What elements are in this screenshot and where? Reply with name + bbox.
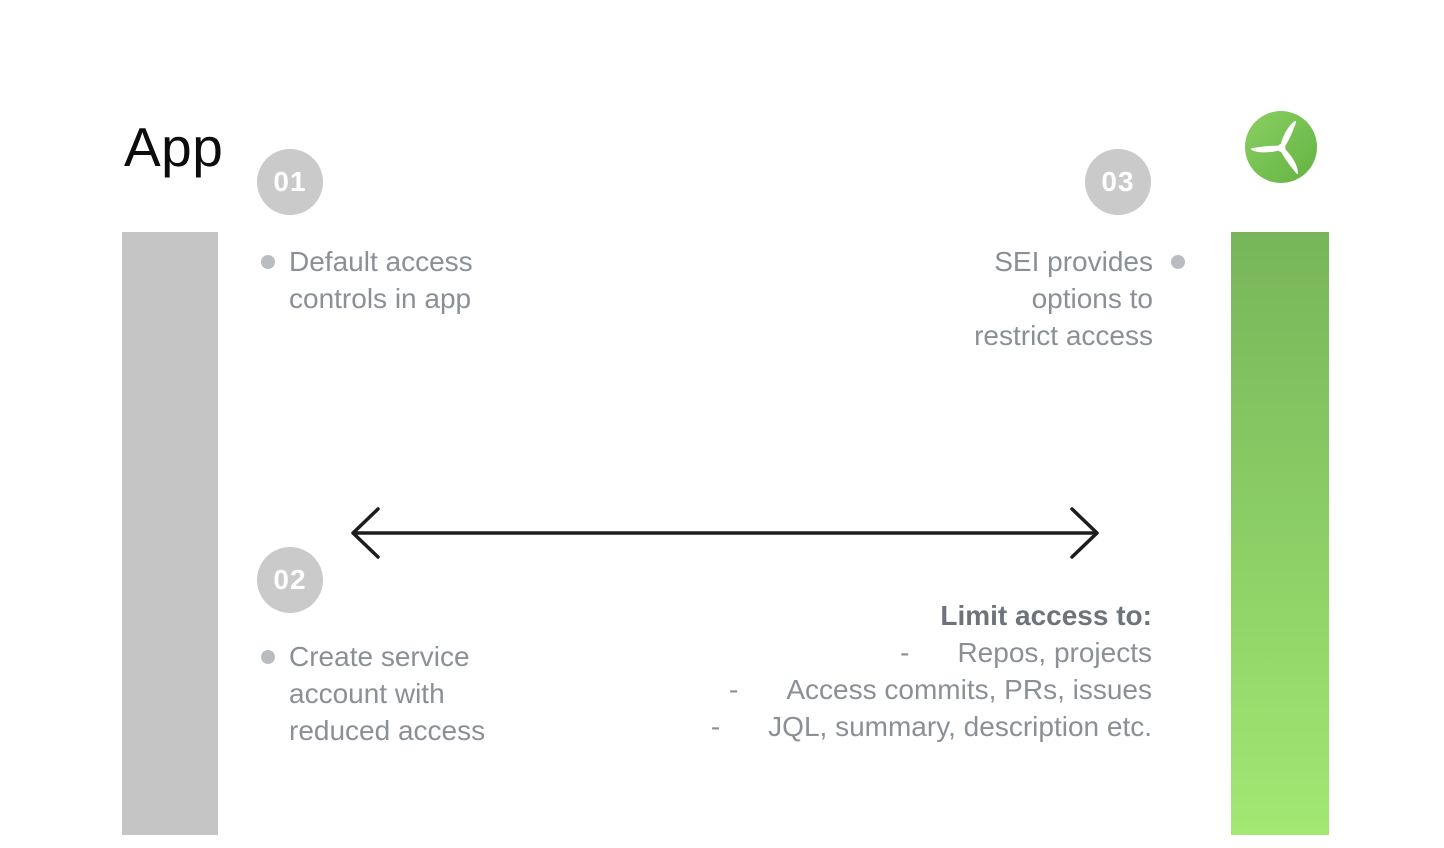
page-title: App <box>124 116 224 178</box>
step-1-line-1: Default access <box>289 246 473 277</box>
bullet-icon <box>1171 255 1185 269</box>
step-3-text-block: SEI provides options to restrict access <box>974 243 1185 354</box>
limit-access-block: Limit access to: - Repos, projects - Acc… <box>711 597 1152 745</box>
sei-column-bar <box>1231 232 1329 835</box>
step-number: 02 <box>273 564 307 595</box>
limit-access-title: Limit access to: <box>940 600 1152 631</box>
step-number: 03 <box>1101 166 1135 197</box>
dash-marker: - <box>710 711 721 742</box>
step-number: 01 <box>273 166 307 197</box>
step-badge-03: 03 <box>1085 149 1151 215</box>
step-2-text-block: Create service account with reduced acce… <box>261 638 485 749</box>
step-badge-01: 01 <box>257 149 323 215</box>
limit-item-text: JQL, summary, description etc. <box>768 711 1152 742</box>
bullet-icon <box>261 650 275 664</box>
step-2-line-3: reduced access <box>289 715 486 746</box>
step-1-line-2: controls in app <box>289 283 472 314</box>
app-column-bar <box>122 232 218 835</box>
limit-item: - Access commits, PRs, issues <box>711 671 1152 708</box>
limit-item: - JQL, summary, description etc. <box>711 708 1152 745</box>
step-3-lines: SEI provides options to restrict access <box>974 243 1153 354</box>
step-1-text-block: Default access controls in app <box>261 243 473 317</box>
step-3-line-1: SEI provides <box>994 246 1153 277</box>
limit-item-text: Access commits, PRs, issues <box>786 674 1152 705</box>
limit-item-text: Repos, projects <box>957 637 1152 668</box>
dash-marker: - <box>729 674 739 705</box>
bullet-icon <box>261 255 275 269</box>
step-2-line-1: Create service <box>289 641 470 672</box>
step-3-line-3: restrict access <box>974 320 1153 351</box>
step-badge-02: 02 <box>257 547 323 613</box>
limit-item: - Repos, projects <box>711 634 1152 671</box>
step-1-lines: Default access controls in app <box>289 243 473 317</box>
sei-turbine-logo-icon <box>1245 111 1317 183</box>
step-2-line-2: account with <box>289 678 445 709</box>
step-3-line-2: options to <box>1031 283 1153 314</box>
double-headed-arrow-icon <box>351 507 1099 559</box>
step-2-lines: Create service account with reduced acce… <box>289 638 485 749</box>
dash-marker: - <box>900 637 910 668</box>
